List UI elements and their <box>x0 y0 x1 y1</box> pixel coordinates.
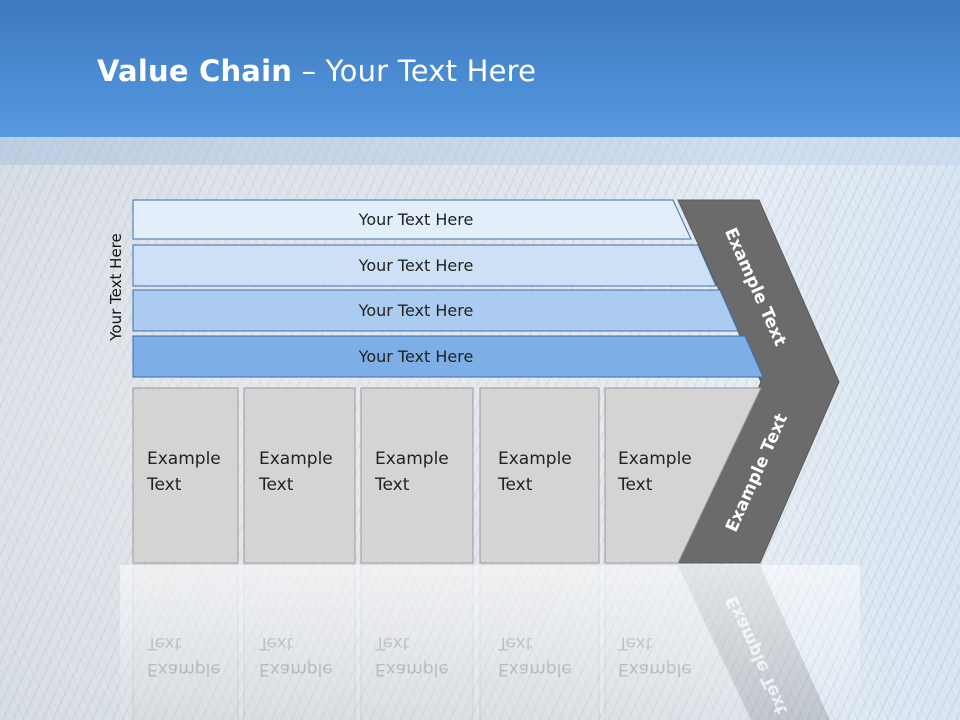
band-3[interactable] <box>132 289 739 332</box>
activity-box-line2: Text <box>374 475 410 495</box>
slide-title[interactable]: Value Chain – Your Text Here <box>97 54 536 88</box>
activity-box-line1: Example <box>147 449 221 469</box>
band-4[interactable] <box>132 335 764 378</box>
activity-box-5[interactable] <box>604 387 762 564</box>
band-1[interactable] <box>132 199 692 240</box>
chevron-shape[interactable] <box>677 199 840 564</box>
activity-box-1[interactable] <box>132 387 239 564</box>
title-bold: Value Chain <box>97 54 293 88</box>
activity-box-line2: Text <box>617 475 653 495</box>
activity-box-line2: Text <box>258 475 294 495</box>
activity-box-line2: Text <box>146 475 182 495</box>
activity-box-3[interactable] <box>360 387 474 564</box>
band-label: Your Text Here <box>358 347 474 366</box>
header-band <box>0 137 960 165</box>
activity-box-line2: Text <box>497 475 533 495</box>
band-label: Your Text Here <box>358 256 474 275</box>
activity-box-4[interactable] <box>479 387 600 564</box>
activity-box-line1: Example <box>259 449 333 469</box>
activity-box-line1: Example <box>618 449 692 469</box>
activity-box-line1: Example <box>498 449 572 469</box>
activity-box-2[interactable] <box>243 387 356 564</box>
title-rest: – Your Text Here <box>292 54 537 88</box>
band-label: Your Text Here <box>358 210 474 229</box>
band-label: Your Text Here <box>358 301 474 320</box>
header-bar <box>0 0 960 137</box>
activity-box-line1: Example <box>375 449 449 469</box>
reflection-fade <box>120 565 860 720</box>
band-2[interactable] <box>132 244 717 287</box>
